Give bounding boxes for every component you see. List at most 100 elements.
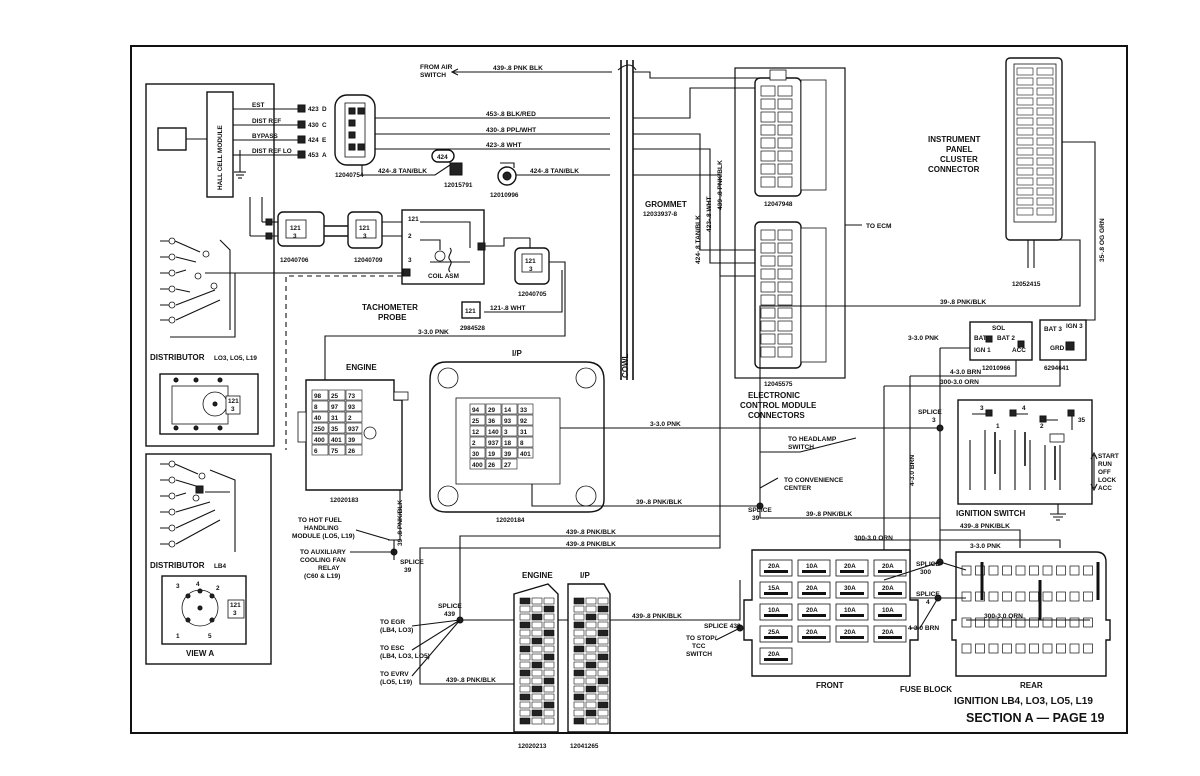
harness-cell bbox=[573, 677, 585, 685]
harness-cell bbox=[573, 701, 585, 709]
pin-cell bbox=[328, 411, 346, 423]
wire-39-lower: 39-.8 PNK/BLK bbox=[806, 511, 852, 518]
wire-3-pnk-engine: 3-3.0 PNK bbox=[418, 329, 449, 336]
hall-cell-module bbox=[206, 91, 234, 198]
pin-label: 26 bbox=[488, 462, 496, 469]
svg-text:430: 430 bbox=[308, 122, 319, 129]
harness-cell bbox=[531, 653, 543, 661]
svg-text:COIL ASM: COIL ASM bbox=[428, 273, 459, 280]
fuse-rating: 25A bbox=[768, 629, 780, 636]
distributor-lb4-group: DISTRIBUTOR LB4 3 4 2 1 5 121 3 VIEW A bbox=[145, 453, 272, 665]
connector-12040706: 121 3 12040706 bbox=[277, 211, 325, 264]
splice-439-mid: SPLICE 439 bbox=[704, 623, 741, 630]
harness-cell bbox=[519, 613, 531, 621]
pin-cell bbox=[501, 447, 518, 459]
harness-cell bbox=[519, 709, 531, 717]
ignition-switch-label: IGNITION SWITCH bbox=[956, 509, 1026, 518]
pin-label: 250 bbox=[314, 426, 325, 433]
connector-12040709: 121 3 12040709 bbox=[347, 211, 383, 264]
pin-label: 39 bbox=[504, 451, 512, 458]
rear-terminal bbox=[1002, 617, 1012, 628]
pin-cell bbox=[328, 400, 346, 412]
fuse-rating: 20A bbox=[844, 629, 856, 636]
harness-cell bbox=[531, 701, 543, 709]
harness-cell bbox=[585, 685, 597, 693]
relay-12010966: SOL BAT 1 BAT 2 IGN 1 ACC 12010966 bbox=[969, 321, 1033, 372]
svg-text:IGN 3: IGN 3 bbox=[1066, 323, 1083, 330]
harness-cell bbox=[543, 637, 555, 645]
harness-cell bbox=[573, 637, 585, 645]
rear-terminal bbox=[1069, 617, 1080, 628]
wire-300-c: 300-3.0 ORN bbox=[984, 613, 1023, 620]
rear-terminal bbox=[1083, 565, 1093, 576]
harness-cell bbox=[597, 701, 609, 709]
tach-probe-label-2: PROBE bbox=[378, 313, 407, 322]
splice-3-2: 3 bbox=[932, 417, 936, 424]
fuse-rating: 30A bbox=[844, 585, 856, 592]
pin-cell bbox=[311, 433, 329, 445]
grommet-part: 12033937-8 bbox=[643, 211, 678, 218]
distributor-lb4-cap: 3 4 2 1 5 121 3 bbox=[161, 575, 247, 645]
engine-harness-label: ENGINE bbox=[522, 571, 553, 580]
fuse-rating: 10A bbox=[882, 607, 894, 614]
rear-terminal bbox=[961, 643, 972, 654]
fuse-rating: 10A bbox=[806, 563, 818, 570]
splice-3-1: SPLICE bbox=[918, 409, 942, 416]
terminal-dist-ref: DIST REF 430 C bbox=[233, 118, 327, 129]
fuse-element bbox=[840, 592, 864, 595]
svg-text:121: 121 bbox=[465, 308, 476, 315]
svg-text:12047948: 12047948 bbox=[764, 201, 793, 208]
pin-cell bbox=[485, 403, 502, 415]
pin-label: 2 bbox=[348, 415, 352, 422]
svg-text:12020183: 12020183 bbox=[330, 497, 359, 504]
fuse-rating: 20A bbox=[844, 563, 856, 570]
harness-cell bbox=[519, 605, 531, 613]
pin-cell bbox=[485, 436, 502, 448]
ign-pos-start: START bbox=[1098, 453, 1119, 460]
pin-label: 12 bbox=[472, 429, 480, 436]
svg-text:121: 121 bbox=[359, 225, 370, 232]
harness-cell bbox=[585, 701, 597, 709]
harness-cell bbox=[519, 645, 531, 653]
pin-label: 140 bbox=[488, 429, 499, 436]
svg-text:A: A bbox=[322, 152, 327, 159]
harness-cell bbox=[597, 709, 609, 717]
svg-text:4: 4 bbox=[1022, 405, 1026, 412]
from-air-switch-line2: SWITCH bbox=[420, 72, 446, 79]
harness-cell bbox=[543, 645, 555, 653]
terminal-est: EST 423 D bbox=[233, 102, 327, 113]
pin-label: 25 bbox=[331, 393, 339, 400]
pin-label: 6 bbox=[314, 448, 318, 455]
fuse-rating: 20A bbox=[882, 585, 894, 592]
rear-terminal bbox=[975, 617, 985, 628]
harness-cell bbox=[585, 645, 597, 653]
svg-text:1: 1 bbox=[996, 423, 1000, 430]
rear-terminal bbox=[975, 565, 985, 576]
rear-terminal bbox=[961, 565, 972, 576]
svg-text:BYPASS: BYPASS bbox=[252, 133, 279, 140]
pin-cell bbox=[311, 422, 329, 434]
pin-label: 18 bbox=[504, 440, 512, 447]
fuse-rating: 10A bbox=[768, 607, 780, 614]
rear-terminal bbox=[1083, 591, 1093, 602]
ipc-label-4: CONNECTOR bbox=[928, 165, 980, 174]
hot-fuel-3: MODULE (LO5, L19) bbox=[292, 533, 355, 540]
pin-cell bbox=[501, 436, 518, 448]
fuse-element bbox=[764, 614, 788, 617]
rear-terminal bbox=[1029, 643, 1039, 654]
svg-text:BAT 3: BAT 3 bbox=[1044, 326, 1062, 333]
connector-12040754: 12040754 bbox=[334, 94, 376, 179]
wire-439-fuse: 439-.8 PNK/BLK bbox=[632, 613, 682, 620]
harness-cell bbox=[531, 717, 543, 725]
fuse-element bbox=[878, 636, 902, 639]
ignition-switch: 34 235 1300 bbox=[957, 399, 1093, 505]
harness-cell bbox=[585, 661, 597, 669]
ecm-label-3: CONNECTORS bbox=[748, 411, 805, 420]
svg-text:C: C bbox=[322, 122, 327, 129]
harness-cell bbox=[543, 621, 555, 629]
wire-439-c: 439-.8 PNK/BLK bbox=[960, 523, 1010, 530]
